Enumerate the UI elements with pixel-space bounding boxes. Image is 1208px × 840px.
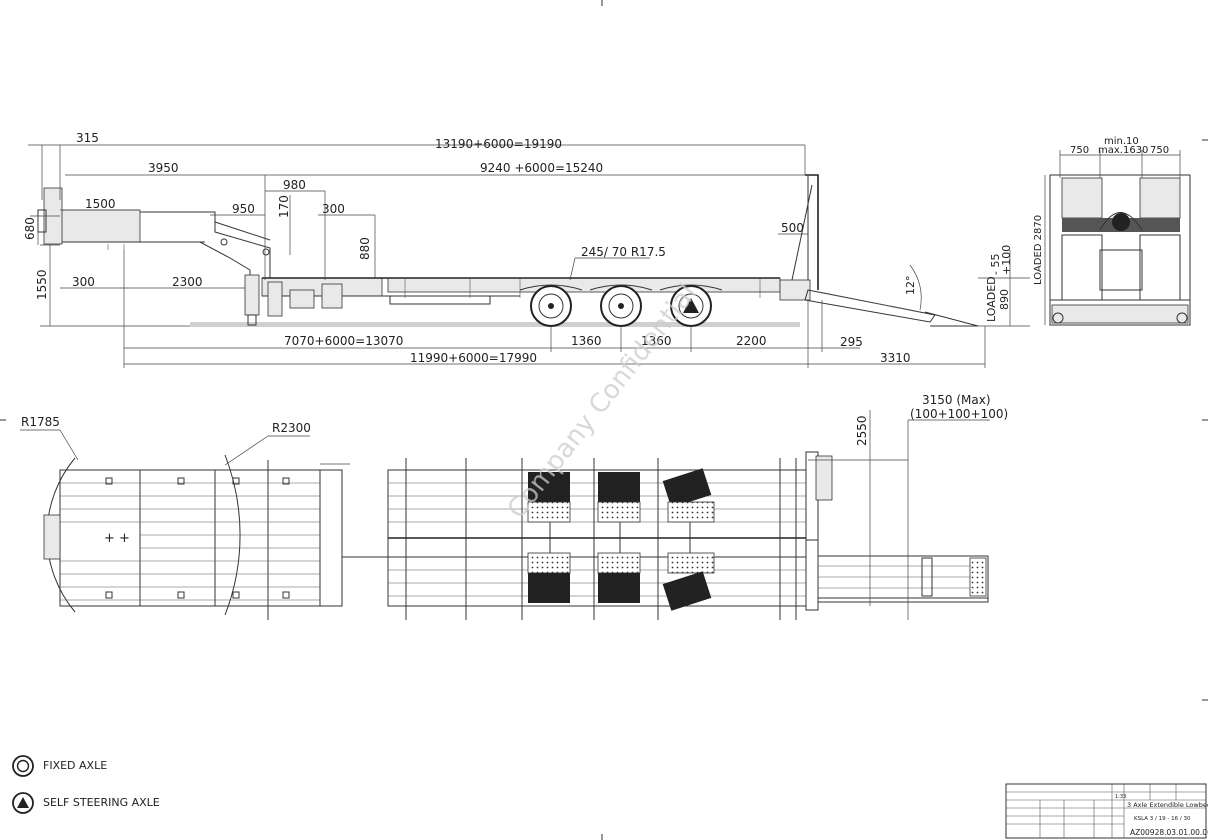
dim-300-left: 300 [72,275,95,289]
radius-rear: R2300 [272,421,311,435]
legend-item-self-steering-axle: SELF STEERING AXLE [12,792,160,814]
dim-1360-a: 1360 [571,334,602,348]
dim-750-right: 750 [1150,145,1169,156]
top-view: R1785 R2300 + + [20,393,1008,620]
dim-980: 980 [283,178,306,192]
dim-750-left: 750 [1070,145,1089,156]
ground-line [190,322,800,327]
dim-1500: 1500 [85,197,116,211]
title-scale: 1:33 [1115,794,1126,800]
side-view: 13190+6000=19190 315 3950 9240 +6000=152… [23,131,1030,368]
legend-label-self-steering-axle: SELF STEERING AXLE [43,796,160,809]
dim-880: 880 [358,237,372,260]
dim-3150-breakdown: (100+100+100) [910,407,1008,421]
tyre-label: 245/ 70 R17.5 [581,245,666,259]
dim-max1630: max.1630 [1098,145,1148,156]
dim-55: - 55 [989,254,1002,275]
title-block: 1:33 3 Axle Extendible Lowbed KSLA 3 / 1… [1005,783,1208,839]
legend-label-fixed-axle: FIXED AXLE [43,759,107,772]
dim-295: 295 [840,335,863,349]
dim-3310: 3310 [880,351,911,365]
dim-2200: 2200 [736,334,767,348]
dim-300-top: 300 [322,202,345,216]
wheel-2 [600,285,642,327]
legend-item-fixed-axle: FIXED AXLE [12,755,107,777]
dim-2300: 2300 [172,275,203,289]
dim-170: 170 [277,195,291,218]
dim-2550: 2550 [855,415,869,446]
rear-ramp [779,174,979,327]
dim-950: 950 [232,202,255,216]
axle-1-plan [527,472,571,603]
dim-3150: 3150 (Max) [922,393,991,407]
dim-overall: 11990+6000=17990 [410,351,537,365]
radius-front: R1785 [21,415,60,429]
kingpin-marks: + + [104,531,130,546]
axle-3-plan-steering [662,468,715,611]
ramp-angle: 12° [904,276,917,296]
dim-100: +100 [1000,245,1013,275]
dim-loaded: LOADED [985,276,998,322]
side-dimensions [28,144,1030,368]
dim-890: 890 [998,289,1011,310]
title-block-model: KSLA 3 / 19 - 16 / 30 [1134,816,1191,822]
legend: FIXED AXLE SELF STEERING AXLE [12,755,160,814]
wheel-1 [530,285,572,327]
dim-680: 680 [23,217,37,240]
dim-total: 13190+6000=19190 [435,137,562,151]
dim-min10: min.10 [1104,136,1139,147]
wheel-3-self-steering [670,285,712,327]
title-block-drawing-number: AZ00928.03.01.00.00 [1130,828,1208,837]
dim-1550: 1550 [35,269,49,300]
dim-1360-b: 1360 [641,334,672,348]
dim-loaded-2870: LOADED 2870 [1033,215,1044,285]
dim-500: 500 [781,221,804,235]
dim-bed: 9240 +6000=15240 [480,161,603,175]
dim-gooseneck: 3950 [148,161,179,175]
dim-wheelbase: 7070+6000=13070 [284,334,403,348]
dim-front-overhang: 315 [76,131,99,145]
title-block-name: 3 Axle Extendible Lowbed [1127,801,1208,809]
axle-2-plan [597,472,641,603]
end-view: min.10 max.1630 750 750 LOADED 2870 [1033,136,1191,326]
